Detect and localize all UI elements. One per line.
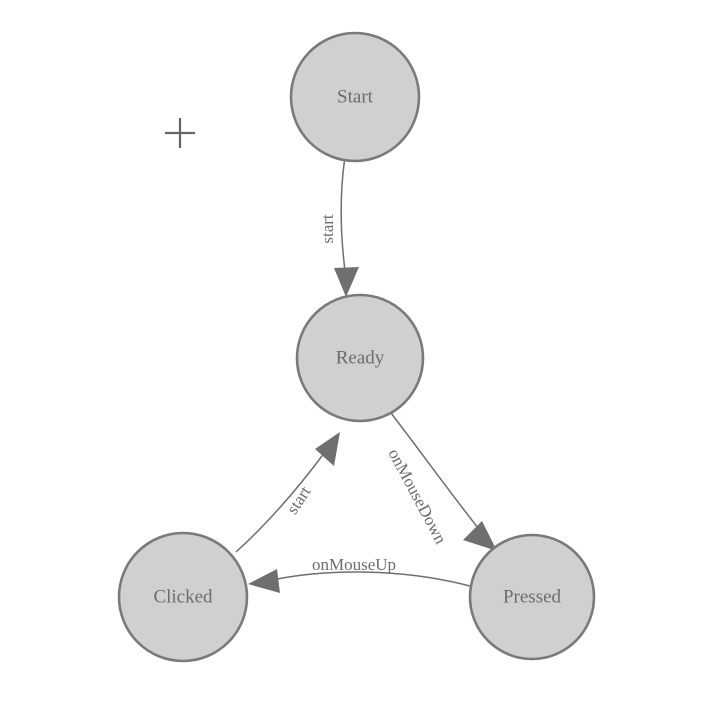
edge-clicked-to-ready-label: start	[283, 482, 315, 517]
node-clicked-label: Clicked	[153, 586, 213, 607]
node-start-label: Start	[337, 86, 374, 107]
edge-start-to-ready[interactable]: start	[318, 160, 359, 298]
edge-clicked-to-ready[interactable]: start	[235, 432, 340, 553]
node-ready[interactable]: Ready	[295, 293, 425, 423]
edge-pressed-to-clicked-path	[271, 571, 471, 587]
plus-icon[interactable]	[165, 118, 195, 148]
edge-pressed-to-clicked[interactable]: onMouseUp	[248, 555, 471, 593]
node-clicked[interactable]: Clicked	[117, 531, 249, 663]
node-start-circle	[289, 31, 421, 163]
edge-pressed-to-clicked-arrowhead	[248, 569, 280, 593]
edge-start-to-ready-arrowhead	[334, 267, 359, 297]
edge-ready-to-pressed-label: onMouseDown	[384, 446, 450, 548]
node-start[interactable]: Start	[289, 31, 421, 163]
node-clicked-circle	[117, 531, 249, 663]
edge-start-to-ready-path	[340, 160, 347, 276]
edge-clicked-to-ready-path	[235, 451, 326, 553]
edge-clicked-to-ready-arrowhead	[315, 432, 340, 466]
node-pressed-label: Pressed	[503, 586, 562, 607]
node-pressed[interactable]: Pressed	[468, 533, 596, 661]
node-ready-circle	[295, 293, 425, 423]
edge-start-to-ready-label: start	[318, 214, 337, 244]
node-ready-label: Ready	[336, 347, 385, 368]
node-pressed-circle	[468, 533, 596, 661]
edge-ready-to-pressed-path	[390, 412, 483, 534]
edge-ready-to-pressed[interactable]: onMouseDown	[384, 412, 497, 551]
edge-pressed-to-clicked-label: onMouseUp	[312, 555, 396, 574]
edge-ready-to-pressed-arrowhead	[463, 521, 497, 551]
